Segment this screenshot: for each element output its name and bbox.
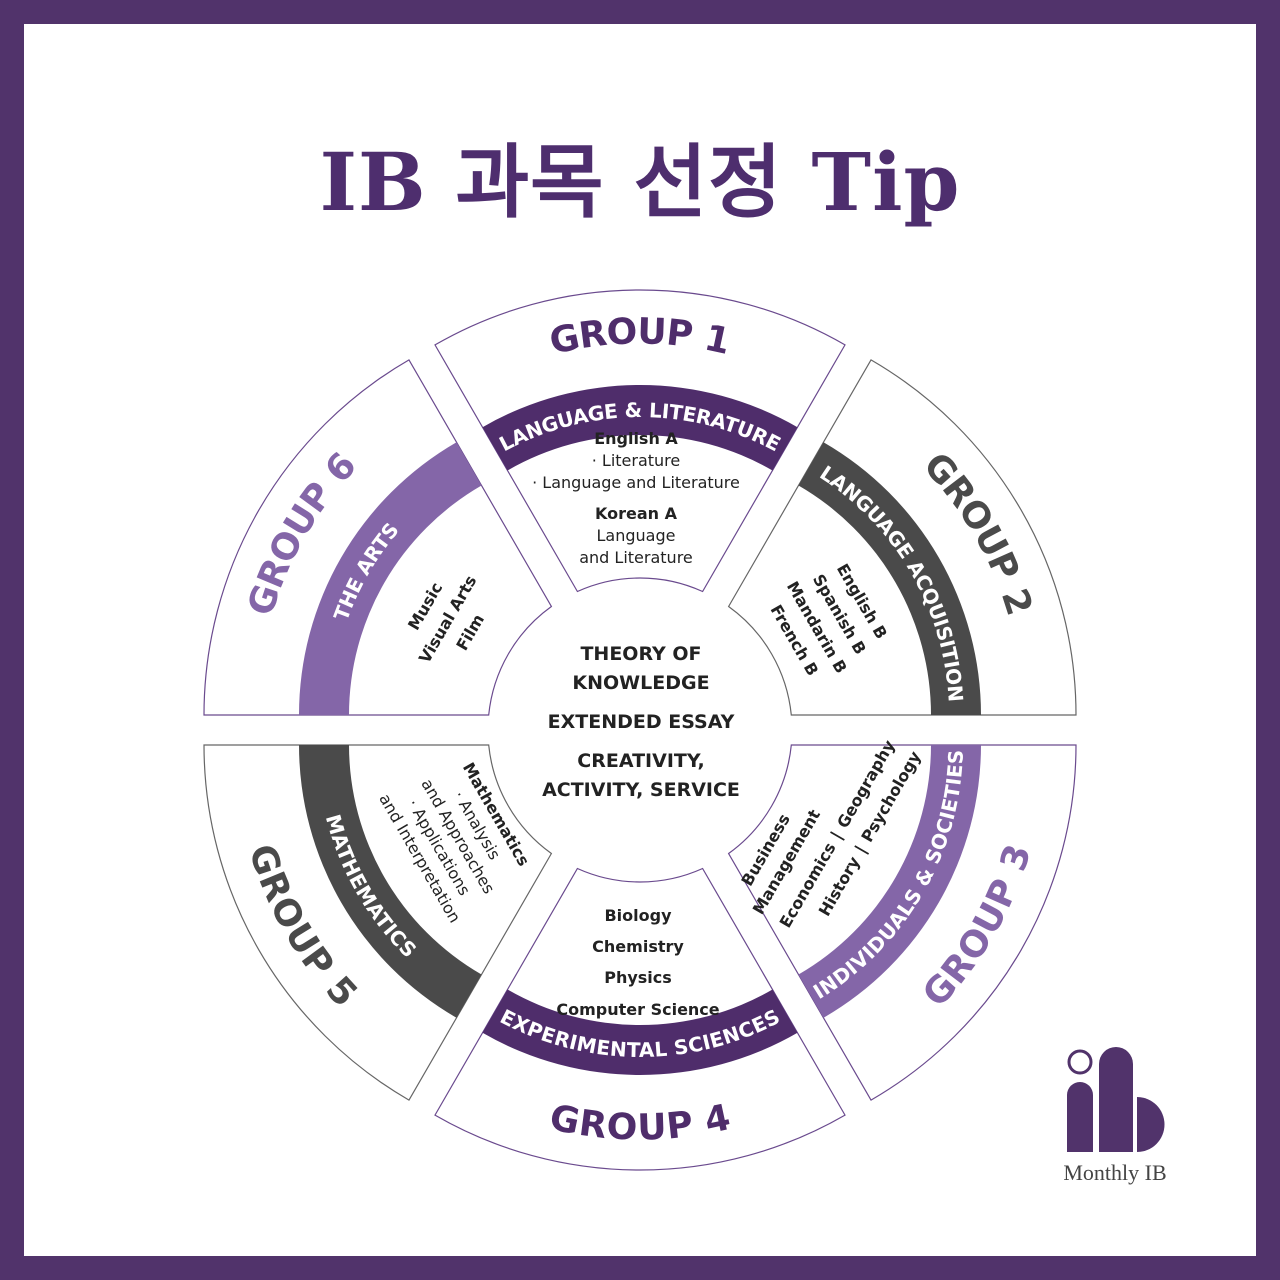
monthly-ib-logo	[1067, 1047, 1165, 1152]
core-tok-line-1: THEORY OF	[580, 643, 701, 665]
subject-option: · Literature	[592, 451, 681, 470]
group-6-band	[299, 442, 482, 715]
group-2-band	[798, 442, 981, 715]
core-ee: EXTENDED ESSAY	[548, 711, 735, 733]
subject: Computer Science	[556, 1000, 719, 1019]
subject-option: Language	[597, 526, 676, 545]
core-tok-line-2: KNOWLEDGE	[572, 672, 709, 694]
core-cas-line-2: ACTIVITY, SERVICE	[542, 779, 740, 801]
subject-option: and Literature	[579, 548, 693, 567]
subject: Korean A	[595, 504, 678, 523]
group-4-band	[482, 989, 798, 1076]
subject-option: · Language and Literature	[532, 473, 740, 492]
subject: Biology	[604, 906, 672, 925]
group-5-band	[299, 745, 482, 1018]
logo-text: Monthly IB	[1063, 1160, 1167, 1185]
group-1-subjects: English A · Literature · Language and Li…	[532, 429, 740, 567]
group-4-subjects: Biology Chemistry Physics Computer Scien…	[556, 906, 719, 1019]
page-title: IB 과목 선정 Tip	[319, 135, 961, 229]
subject: English A	[594, 429, 678, 448]
core-cas-line-1: CREATIVITY,	[577, 750, 704, 772]
group-3-band	[798, 745, 981, 1018]
subject: Chemistry	[592, 937, 684, 956]
group-1-wedge	[434, 289, 846, 593]
group-1-band	[482, 384, 798, 471]
core-components: THEORY OF KNOWLEDGE EXTENDED ESSAY CREAT…	[542, 643, 740, 801]
subject: Physics	[604, 968, 672, 987]
group-4-wedge	[434, 867, 846, 1171]
